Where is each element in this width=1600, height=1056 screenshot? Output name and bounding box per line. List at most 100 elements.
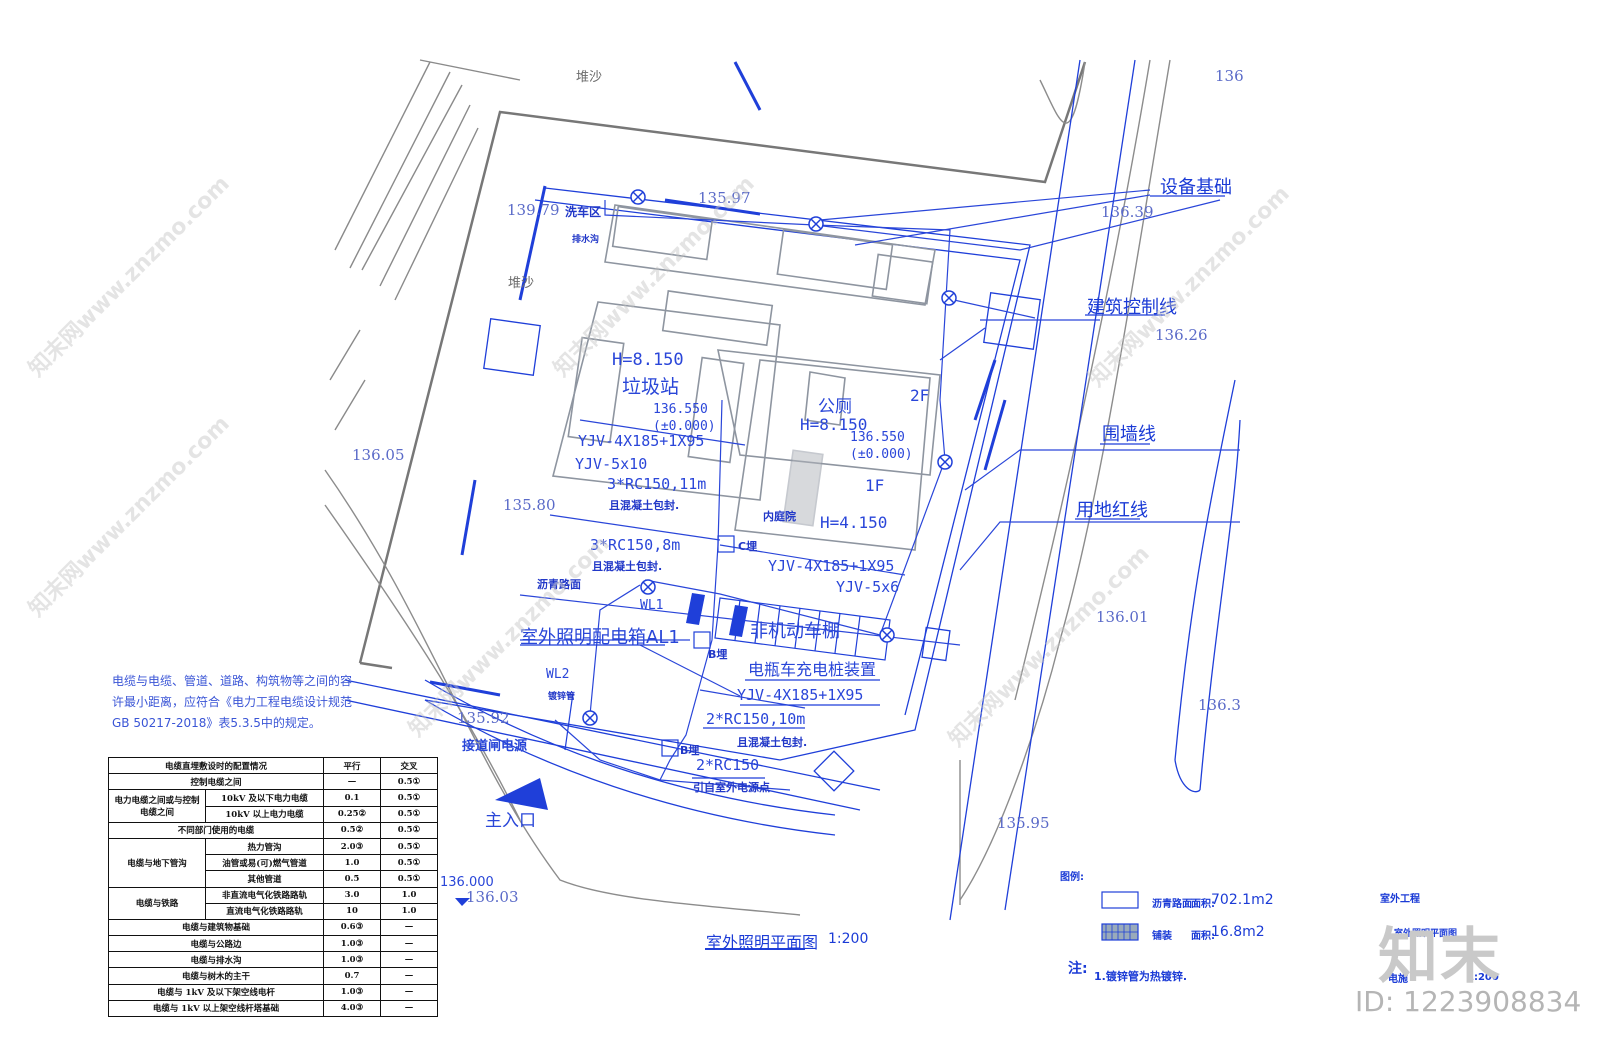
light-fixture [941, 290, 957, 306]
table-cell: 0.7 [323, 967, 381, 985]
table-cell: 电力电缆之间或与控制电缆之间 [108, 789, 206, 823]
road-accents [429, 61, 1007, 697]
distribution-boxes [686, 593, 748, 637]
cable-c3-note: 且混凝土包封. [609, 499, 680, 512]
site-boundary [358, 61, 1087, 670]
label-h-4150: H=4.150 [820, 513, 888, 532]
table-cell: 0.5① [380, 837, 438, 856]
light-fixture [640, 579, 656, 595]
label-gate-power: 接道闸电源 [462, 739, 528, 754]
light-fixture [582, 710, 598, 726]
elev-136-05: 136.05 [352, 446, 405, 464]
label-sand-top: 堆沙 [576, 70, 603, 85]
label-from-outdoor: 引自室外电源点 [693, 781, 770, 794]
table-cell: — [380, 999, 438, 1018]
table-cell: 1.0③ [323, 951, 381, 969]
callout-red-line: 用地红线 [1076, 500, 1148, 521]
table-cell: 0.5① [380, 773, 438, 791]
elev-136-26: 136.26 [1155, 326, 1208, 344]
table-cell: — [380, 967, 438, 985]
table-cell: 0.25② [323, 805, 381, 823]
callout-building-control: 建筑控制线 [1087, 297, 1177, 318]
spec-note: 电缆与电缆、管道、道路、构筑物等之间的容许最小距离，应符合《电力工程电缆设计规范… [112, 674, 353, 730]
entrance-arrow [495, 778, 548, 810]
table-cell: 0.5① [380, 805, 438, 823]
table-cell: 电缆与建筑物基础 [108, 918, 324, 937]
elev-136-3: 136.3 [1198, 696, 1241, 714]
label-courtyard: 内庭院 [763, 510, 796, 523]
planters [483, 292, 1041, 792]
table-cell: 1.0 [380, 886, 438, 904]
table-cell: 非直流电气化铁路路轨 [205, 886, 324, 904]
table-cell: 0.5① [380, 870, 438, 888]
callout-leaders [520, 195, 1225, 950]
light-fixture [630, 189, 646, 205]
table-cell: 0.5 [323, 870, 381, 888]
legend-paving-area: 16.8m2 [1211, 924, 1265, 940]
table-cell: — [323, 773, 381, 791]
legend-heading: 图例: [1060, 872, 1084, 883]
light-fixture [937, 454, 953, 470]
titleblock-discipline: 电施 [1388, 974, 1408, 985]
table-cell: 4.0③ [323, 999, 381, 1018]
table-cell: 0.1 [323, 789, 381, 807]
table-cell: 电缆与 1kV 以上架空线杆塔基础 [108, 999, 324, 1018]
label-toilet-elev1: 136.550 [850, 430, 905, 445]
watermark-logo: 知末 [1378, 922, 1502, 992]
label-toilet: 公厕 [818, 397, 852, 417]
cable-c6: YJV-5x6 [836, 578, 900, 596]
table-cell: 0.5① [380, 821, 438, 839]
label-wm-pipe: 镀锌管 [548, 692, 576, 702]
table-cell: 1.0 [323, 854, 381, 872]
titleblock-scale: 1:200 [1467, 972, 1499, 983]
sand-hatch [329, 59, 521, 431]
label-b-pit-2: B埋 [680, 744, 700, 757]
elev-139-79: 139.79 [507, 201, 560, 219]
label-toilet-h: H=8.150 [800, 415, 868, 434]
drawing-title: 室外照明平面图 [706, 933, 819, 952]
legend-paving-hatch [1102, 924, 1138, 940]
table-cell: 热力管沟 [205, 837, 324, 856]
light-fixture [879, 627, 895, 643]
cable-c4-note: 且混凝土包封. [592, 560, 663, 573]
cable-c1: YJV-4X185+1X95 [578, 432, 705, 450]
table-cell: 1.0③ [323, 983, 381, 1001]
table-cell: 2.0③ [323, 837, 381, 856]
table-header-row: 电缆直埋敷设时的配置情况 平行 交叉 [108, 756, 438, 775]
label-toilet-elev2: (±0.000) [850, 447, 913, 462]
label-garbage-station: 垃圾站 [622, 376, 680, 398]
table-cell: 10kV 以上电力电缆 [205, 805, 324, 823]
legend-note-1: 1.镀锌管为热镀锌. [1094, 970, 1188, 983]
cable-c4: 3*RC150,8m [590, 536, 681, 554]
table-header: 电缆直埋敷设时的配置情况 [108, 756, 324, 775]
road-edges [324, 59, 1171, 916]
cable-c3: 3*RC150,11m [607, 475, 707, 493]
label-1f: 1F [865, 476, 885, 495]
table-cell: 0.6③ [323, 918, 381, 937]
cable-c5: YJV-4X185+1X95 [768, 557, 895, 575]
elev-136-01: 136.01 [1096, 608, 1149, 626]
label-main-entrance: 主入口 [485, 811, 536, 831]
legend-paving-label: 铺装 [1152, 931, 1172, 942]
table-header: 平行 [323, 756, 381, 775]
table-cell: 电缆与铁路 [108, 886, 206, 920]
table-cell: — [380, 983, 438, 1001]
elev-136-03: 136.03 [466, 888, 519, 906]
table-cell: 10 [323, 902, 381, 920]
elev-136-000: 136.000 [440, 875, 494, 890]
table-cell: 0.5① [380, 854, 438, 872]
elev-135-95: 135.95 [997, 814, 1050, 832]
elev-136-39: 136.39 [1101, 203, 1154, 221]
table-cell: 电缆与地下管沟 [108, 837, 206, 888]
label-sand-mid: 堆沙 [508, 276, 535, 291]
table-cell: 电缆与公路边 [108, 935, 324, 953]
legend-asphalt-area-lbl: 面积: [1191, 899, 1215, 910]
drawing-scale: 1:200 [828, 931, 869, 947]
table-cell: 不同部门使用的电缆 [108, 821, 324, 839]
